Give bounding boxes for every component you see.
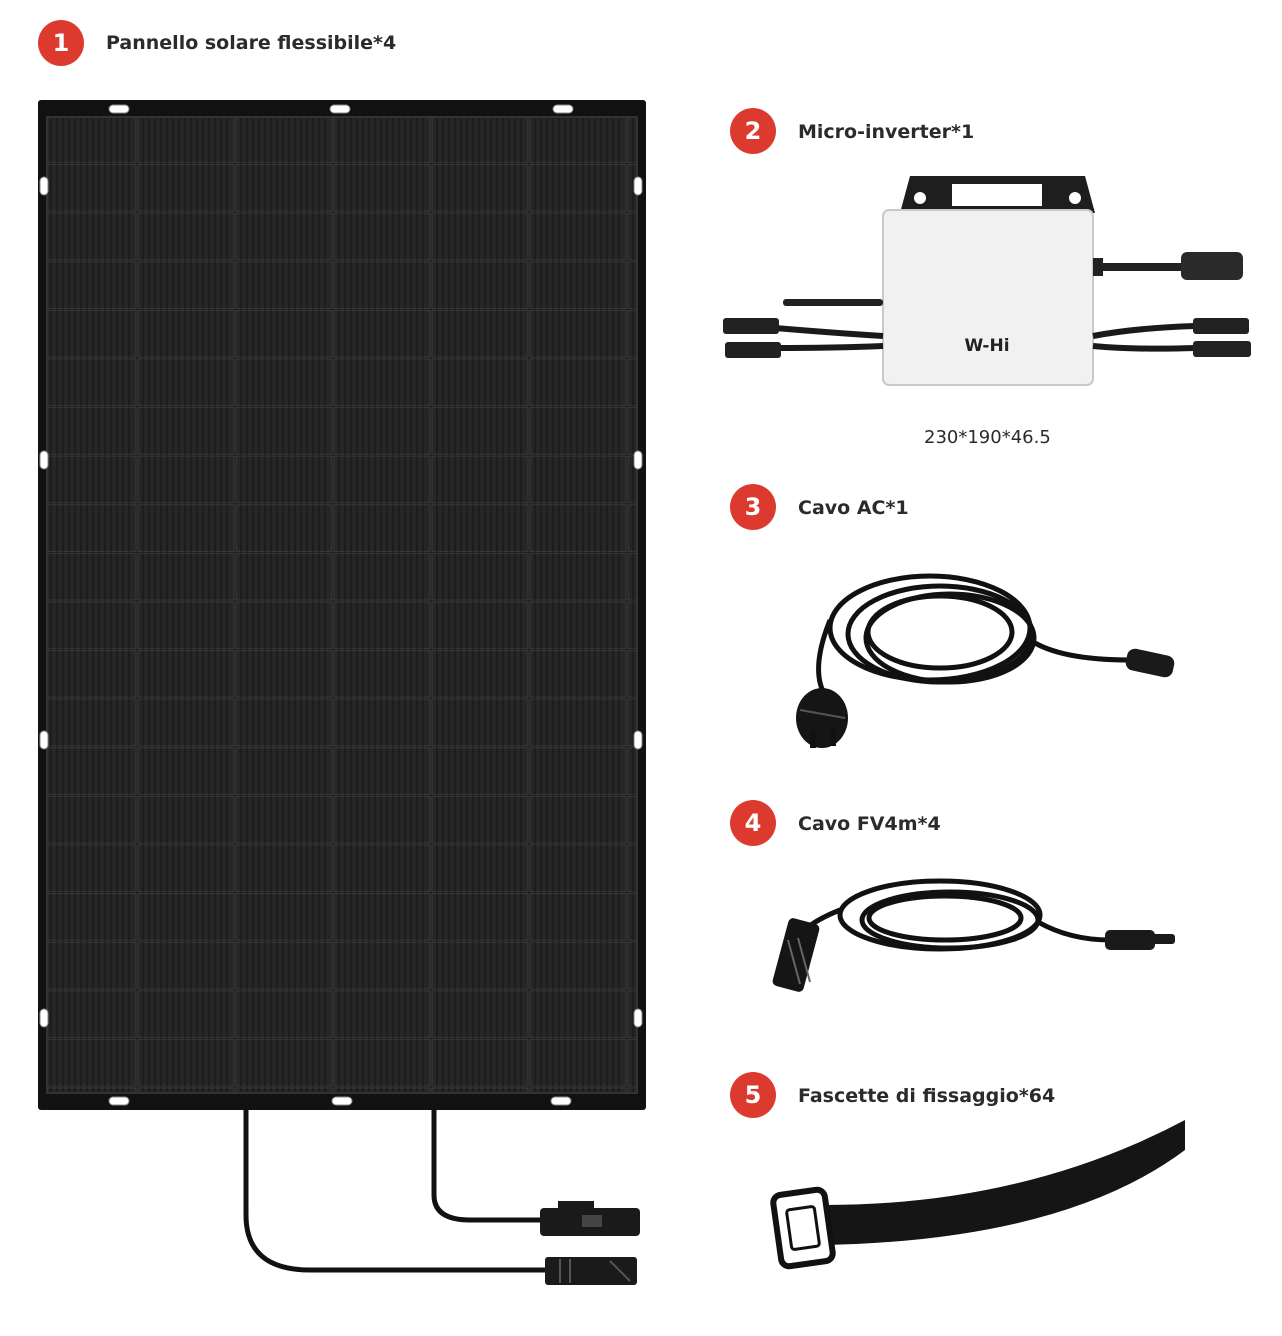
item-5-label: Fascette di fissaggio*64 [798,1085,1056,1107]
item-1-badge: 1 [38,20,84,66]
item-3-badge: 3 [730,484,776,530]
item-4-label: Cavo FV4m*4 [798,813,941,835]
item-3-label: Cavo AC*1 [798,497,909,519]
item-2-badge: 2 [730,108,776,154]
pv-cable-image [772,878,1175,992]
item-1-label: Pannello solare flessibile*4 [106,32,397,54]
solar-panel-image [38,100,646,1285]
inverter-brand: W-Hi [964,336,1009,356]
item-4-badge: 4 [730,800,776,846]
item-5-badge: 5 [730,1072,776,1118]
cable-tie-image [770,1120,1185,1270]
ac-cable-image [796,573,1175,748]
micro-inverter-image: W-Hi [723,176,1251,386]
inverter-dimensions: 230*190*46.5 [924,427,1051,448]
item-2-label: Micro-inverter*1 [798,121,975,143]
